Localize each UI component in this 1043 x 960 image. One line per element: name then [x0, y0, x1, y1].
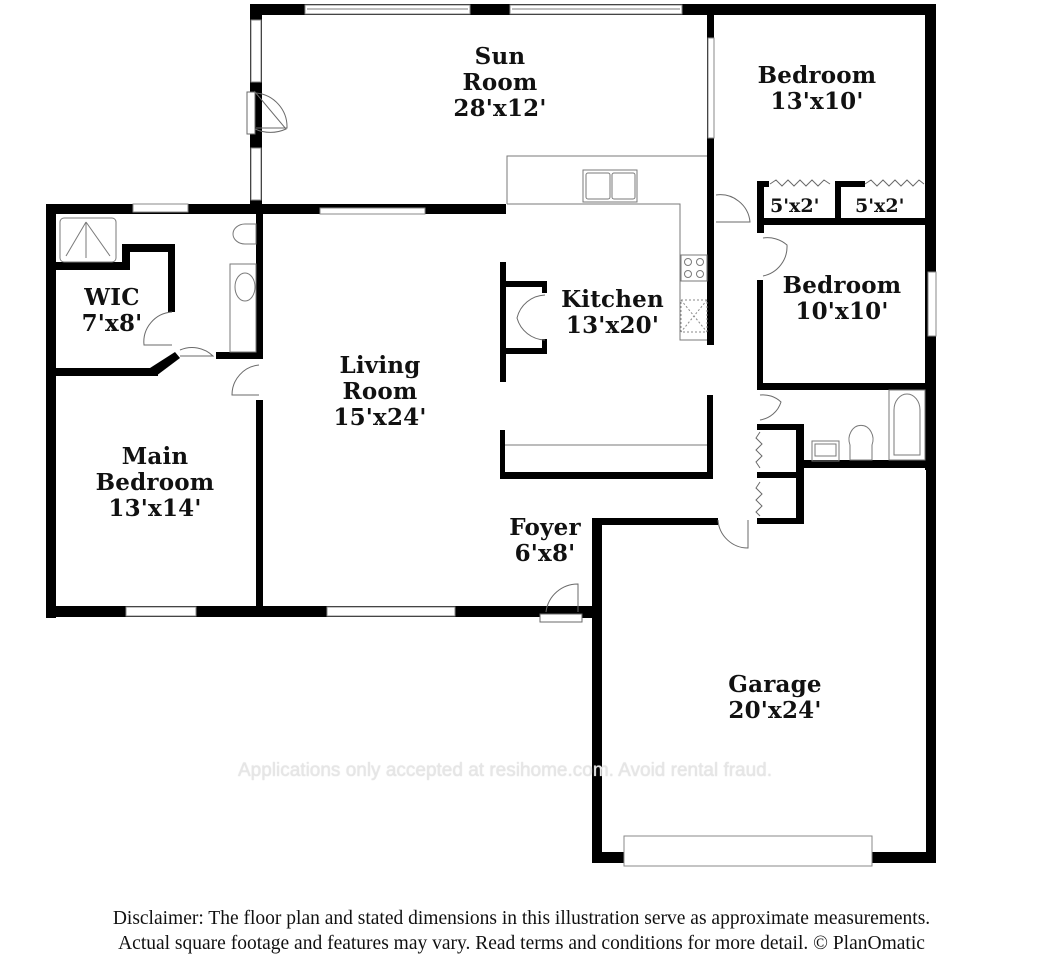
room-name: Garage: [728, 671, 822, 698]
shower-icon: [59, 217, 117, 263]
sink-icon: [229, 263, 257, 353]
room-label-closet-1: 5'x2': [770, 195, 820, 217]
bathtub-icon: [888, 389, 926, 461]
room-name: Living: [339, 352, 421, 379]
room-dimensions: 6'x8': [514, 540, 576, 567]
refrigerator-space-icon: [680, 299, 708, 333]
disclaimer-line-2: Actual square footage and features may v…: [118, 933, 925, 954]
doors: [143, 90, 788, 623]
room-label-kitchen: Kitchen 13'x20': [540, 287, 685, 339]
bifold-doors: [755, 179, 925, 517]
room-name: Foyer: [509, 514, 581, 541]
double-sink-icon: [582, 169, 638, 203]
toilet-icon: [848, 424, 874, 461]
room-name: Kitchen: [561, 286, 664, 313]
room-label-wic: WIC 7'x8': [62, 285, 162, 337]
room-dimensions: 15'x24': [333, 404, 427, 431]
room-dimensions: 10'x10': [795, 298, 889, 325]
room-label-bedroom-1: Bedroom 13'x10': [737, 63, 897, 115]
room-name: Room: [342, 378, 418, 405]
room-label-sun-room: Sun Room 28'x12': [420, 44, 580, 122]
room-dimensions: 13'x10': [770, 88, 864, 115]
room-label-closet-2: 5'x2': [855, 195, 905, 217]
room-dimensions: 20'x24': [728, 697, 822, 724]
room-name: Room: [462, 69, 538, 96]
garage-door-icon: [623, 835, 873, 867]
disclaimer-line-1: Disclaimer: The floor plan and stated di…: [112, 908, 931, 929]
room-name: Main: [121, 443, 189, 470]
room-name: Bedroom: [95, 469, 215, 496]
room-label-main-bedroom: Main Bedroom 13'x14': [75, 444, 235, 522]
stove-icon: [680, 254, 708, 282]
room-dimensions: 13'x20': [565, 312, 660, 339]
fixtures: [59, 155, 926, 462]
room-name: Sun: [474, 43, 526, 70]
room-name: Bedroom: [782, 272, 902, 299]
room-label-bedroom-2: Bedroom 10'x10': [762, 273, 922, 325]
room-dimensions: 28'x12': [453, 95, 547, 122]
sink-icon: [811, 440, 840, 462]
room-name: WIC: [84, 284, 140, 311]
room-name: Bedroom: [757, 62, 877, 89]
floor-plan-drawing: [46, 4, 937, 867]
walls: [46, 4, 936, 863]
room-label-garage: Garage 20'x24': [695, 672, 855, 724]
room-label-foyer: Foyer 6'x8': [490, 515, 600, 567]
disclaimer: Disclaimer: The floor plan and stated di…: [0, 906, 1043, 956]
room-label-living-room: Living Room 15'x24': [305, 353, 455, 431]
watermark-text: Applications only accepted at resihome.c…: [237, 760, 773, 781]
room-dimensions: 7'x8': [81, 310, 143, 337]
toilet-icon: [232, 223, 257, 245]
windows: [125, 4, 937, 867]
room-dimensions: 13'x14': [108, 495, 202, 522]
